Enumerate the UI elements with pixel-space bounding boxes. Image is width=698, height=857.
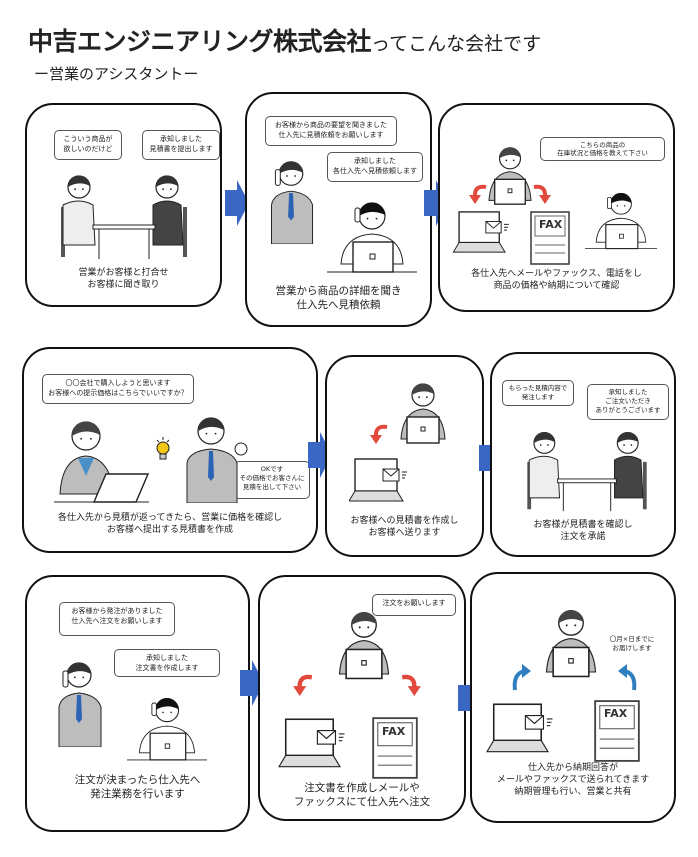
fax-icon: [594, 699, 640, 763]
supplier-phone-icon: [585, 183, 657, 255]
email-laptop-icon: [452, 210, 514, 254]
speech-bubble: 注文をお願いします: [372, 594, 456, 616]
salesman-phone-icon: [267, 156, 319, 244]
speech-bubble: OKです その価格でお客さんに 見積を出して下さい: [234, 461, 310, 499]
send-arrow-icon: [292, 672, 314, 698]
step-8-send-order: 注文をお願いします FAX 注文書を作成しメールや ファックスにて仕入先へ注文: [258, 575, 466, 821]
fax-label: FAX: [539, 218, 563, 231]
step-caption: お客様への見積書を作成し お客様へ送ります: [350, 516, 459, 538]
assistant-laptop-icon: [397, 379, 449, 447]
meeting-icon: [49, 167, 199, 262]
assistant-laptop-icon: [485, 143, 535, 208]
flow-arrow-icon: [225, 180, 249, 226]
step-1-meeting: こういう商品が 欲しいのだけど 承知しました 見積書を提出します 営業がお客様と…: [25, 103, 222, 307]
send-arrow-icon: [532, 183, 552, 205]
salesman-phone-icon: [55, 657, 107, 747]
assistant-laptop-icon: [542, 604, 600, 682]
delivery-note: 〇月×日までに お届けします: [592, 632, 672, 658]
salesman-ok-icon: [179, 411, 249, 503]
speech-bubble: 承知しました 見積書を提出します: [142, 130, 220, 160]
assistant-laptop-icon: [54, 414, 149, 504]
send-arrow-icon: [468, 183, 488, 205]
step-caption: 営業がお客様と打合せ お客様に聞き取り: [78, 268, 169, 290]
lightbulb-icon: [154, 437, 172, 463]
step-caption: 各仕入先へメールやファックス、電話をし 商品の価格や納期について確認: [471, 269, 642, 291]
assistant-laptop-icon: [335, 607, 393, 683]
speech-bubble: こちらの商品の 在庫状況と価格を教えて下さい: [540, 137, 665, 161]
step-caption: 各仕入先から見積が返ってきたら、営業に価格を確認し お客様へ提出する見積書を作成: [57, 513, 283, 535]
speech-bubble: お客様から商品の要望を聞きました 仕入先に見積依頼をお願いします: [265, 116, 397, 146]
send-arrow-icon: [400, 672, 422, 698]
receive-arrow-icon: [617, 662, 639, 692]
step-7-ordering: お客様から発注がありました 仕入先へ注文をお願いします 承知しました 注文書を作…: [25, 575, 250, 832]
fax-icon: [372, 717, 418, 779]
meeting-icon: [512, 424, 662, 514]
email-laptop-icon: [349, 457, 411, 503]
email-laptop-icon: [486, 702, 558, 754]
page-title: 中吉エンジニアリング株式会社ってこんな会社です: [28, 22, 541, 58]
assistant-phone-icon: [127, 687, 207, 767]
step-caption: 仕入先から納期回答が メールやファックスで送られてきます 納期管理も行い、営業と…: [496, 763, 650, 797]
step-caption: 注文書を作成しメールや ファックスにて仕入先へ注文: [293, 782, 431, 808]
fax-label: FAX: [382, 725, 406, 738]
speech-bubble: こういう商品が 欲しいのだけど: [54, 130, 122, 160]
fax-label: FAX: [604, 707, 628, 720]
speech-bubble: 承知しました ご注文いただき ありがとうございます: [587, 384, 669, 420]
speech-bubble: 承知しました 注文書を作成します: [114, 649, 220, 677]
step-2-quote-request: お客様から商品の要望を聞きました 仕入先に見積依頼をお願いします 承知しました …: [245, 92, 432, 327]
receive-arrow-icon: [510, 662, 532, 692]
title-suffix: ってこんな会社です: [371, 33, 542, 55]
step-4-price-confirmation: 〇〇会社で購入しようと思います お客様への提示価格はこちらでいいですか？ OKで…: [22, 347, 318, 553]
step-6-order-accepted: もらった見積内容で 発注します 承知しました ご注文いただき ありがとうございま…: [490, 352, 676, 557]
page-subtitle: ー営業のアシスタントー: [34, 65, 199, 83]
speech-bubble: 〇〇会社で購入しようと思います お客様への提示価格はこちらでいいですか？: [42, 374, 194, 404]
step-9-delivery-reply: 〇月×日までに お届けします FAX 仕入先から納期回答が メールやファックスで…: [470, 572, 676, 823]
step-3-contact-suppliers: こちらの商品の 在庫状況と価格を教えて下さい FAX 各仕入先へメールやファック…: [438, 103, 675, 312]
step-5-send-quote: お客様への見積書を作成し お客様へ送ります: [325, 355, 484, 557]
send-arrow-icon: [369, 423, 389, 445]
assistant-phone-icon: [327, 194, 417, 276]
company-name: 中吉エンジニアリング株式会社: [28, 27, 372, 56]
step-caption: 注文が決まったら仕入先へ 発注業務を行います: [74, 774, 201, 800]
email-laptop-icon: [278, 717, 350, 769]
step-caption: 営業から商品の詳細を聞き 仕入先へ見積依頼: [275, 285, 402, 311]
speech-bubble: 承知しました 各仕入先へ見積依頼します: [327, 152, 423, 182]
speech-bubble: お客様から発注がありました 仕入先へ注文をお願いします: [59, 602, 175, 636]
speech-bubble: もらった見積内容で 発注します: [502, 380, 574, 406]
step-caption: お客様が見積書を確認し 注文を承諾: [533, 520, 633, 542]
fax-icon: [530, 211, 570, 265]
